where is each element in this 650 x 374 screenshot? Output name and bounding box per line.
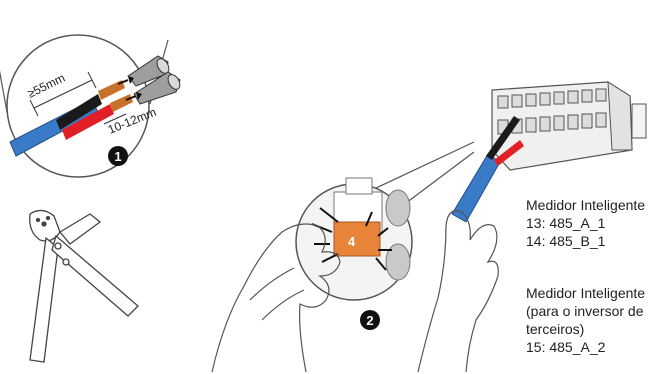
svg-text:1: 1 xyxy=(114,149,121,164)
svg-text:4: 4 xyxy=(348,234,356,249)
meter-note-line-13: 13: 485_A_1 xyxy=(526,214,605,232)
copper-core-red xyxy=(110,94,133,112)
meter-note-sub-2: terceiros) xyxy=(526,320,584,338)
step2-badge: 2 xyxy=(360,310,380,330)
hand-icon-right xyxy=(418,211,498,372)
terminal-lever: 4 xyxy=(334,222,380,256)
step1-badge: 1 xyxy=(108,146,128,166)
meter-note-title-2: Medidor Inteligente xyxy=(526,284,645,302)
meter-note-sub-1: (para o inversor de xyxy=(526,302,644,320)
meter-note-line-15: 15: 485_A_2 xyxy=(526,338,605,356)
svg-text:2: 2 xyxy=(366,313,373,328)
meter-note-title-1: Medidor Inteligente xyxy=(526,196,645,214)
dimension-outer-label: ≥55mm xyxy=(25,71,67,101)
crimping-tool-icon xyxy=(30,210,138,362)
meter-note-line-14: 14: 485_B_1 xyxy=(526,232,605,250)
